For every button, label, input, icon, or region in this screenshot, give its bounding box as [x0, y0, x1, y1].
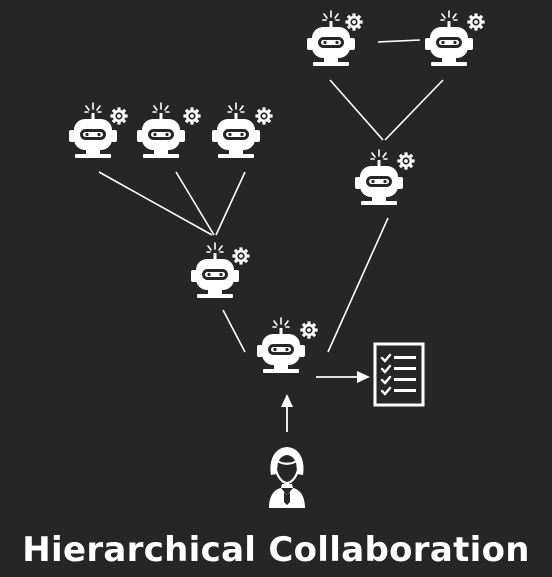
agent-row-2 — [136, 102, 201, 159]
agent-mid-right — [354, 149, 415, 206]
agent-top-left — [306, 10, 363, 67]
gear-icon — [183, 107, 201, 125]
edge-r2-m2 — [175, 171, 215, 236]
gear-icon — [467, 13, 485, 31]
edge-t1-m1 — [329, 79, 384, 141]
diagram-title: Hierarchical Collaboration — [22, 530, 530, 570]
agent-mid-left — [190, 242, 250, 299]
connectors — [98, 39, 444, 353]
edge-m2-lead — [222, 309, 246, 353]
edge-m1-lead — [327, 217, 389, 353]
arrows — [281, 371, 370, 432]
agent-top-right — [424, 10, 485, 67]
edge-t1-t2 — [377, 39, 421, 43]
gear-icon — [255, 107, 273, 125]
arrow-to-output — [357, 371, 370, 383]
edge-r3-m2 — [215, 171, 246, 236]
agent-row-3 — [211, 102, 273, 159]
robot-icon — [424, 10, 474, 67]
gear-icon — [300, 321, 318, 339]
edge-r1-m2 — [98, 171, 213, 236]
robot-icon — [136, 102, 186, 159]
user-icon — [269, 447, 305, 508]
robot-icon — [256, 317, 306, 374]
arrow-to-lead — [281, 394, 293, 407]
agent-lead — [256, 317, 318, 374]
robot-icon — [190, 242, 240, 299]
checklist-icon — [373, 342, 425, 407]
gear-icon — [232, 247, 250, 265]
edge-t2-m1 — [384, 79, 444, 141]
robot-icon — [211, 102, 261, 159]
robot-icon — [354, 149, 404, 206]
agent-row-1 — [68, 102, 128, 159]
gear-icon — [345, 13, 363, 31]
robot-icon — [68, 102, 118, 159]
robot-icon — [306, 10, 356, 67]
gear-icon — [110, 107, 128, 125]
gear-icon — [397, 152, 415, 170]
